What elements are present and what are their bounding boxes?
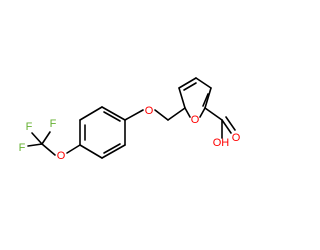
- bond-furan-carboxyl: [204, 107, 223, 121]
- bond-ring-ether-left: [66, 144, 81, 154]
- atom-hydroxyl: OH: [213, 137, 230, 149]
- atom-oxygen-ether-right: O: [145, 105, 154, 117]
- atom-fluorine-left: F: [19, 142, 26, 154]
- bond-ether-cf3: [41, 143, 56, 156]
- bond-ch2-furan: [167, 107, 186, 121]
- bond-c-f-left: [27, 143, 43, 147]
- furan-ring: [178, 77, 212, 118]
- atom-oxygen-ether-left: O: [57, 150, 66, 162]
- atom-oxygen-furan: O: [191, 114, 200, 126]
- bond-carbonyl-double: [225, 116, 236, 131]
- bond-carbonyl: [221, 119, 232, 134]
- chemical-structure: O O O OH O F F F: [19, 77, 241, 162]
- atom-fluorine-top-right: F: [50, 118, 57, 130]
- bond-c-f-top-left: [31, 132, 43, 145]
- atom-fluorine-top-left: F: [26, 121, 33, 133]
- bond-ether-ch2: [154, 109, 169, 121]
- bond-c-f-top-right: [41, 131, 51, 145]
- benzene-ring: [79, 106, 126, 159]
- bond-ring-ether-right: [124, 109, 144, 121]
- atom-carbonyl-oxygen: O: [232, 132, 241, 144]
